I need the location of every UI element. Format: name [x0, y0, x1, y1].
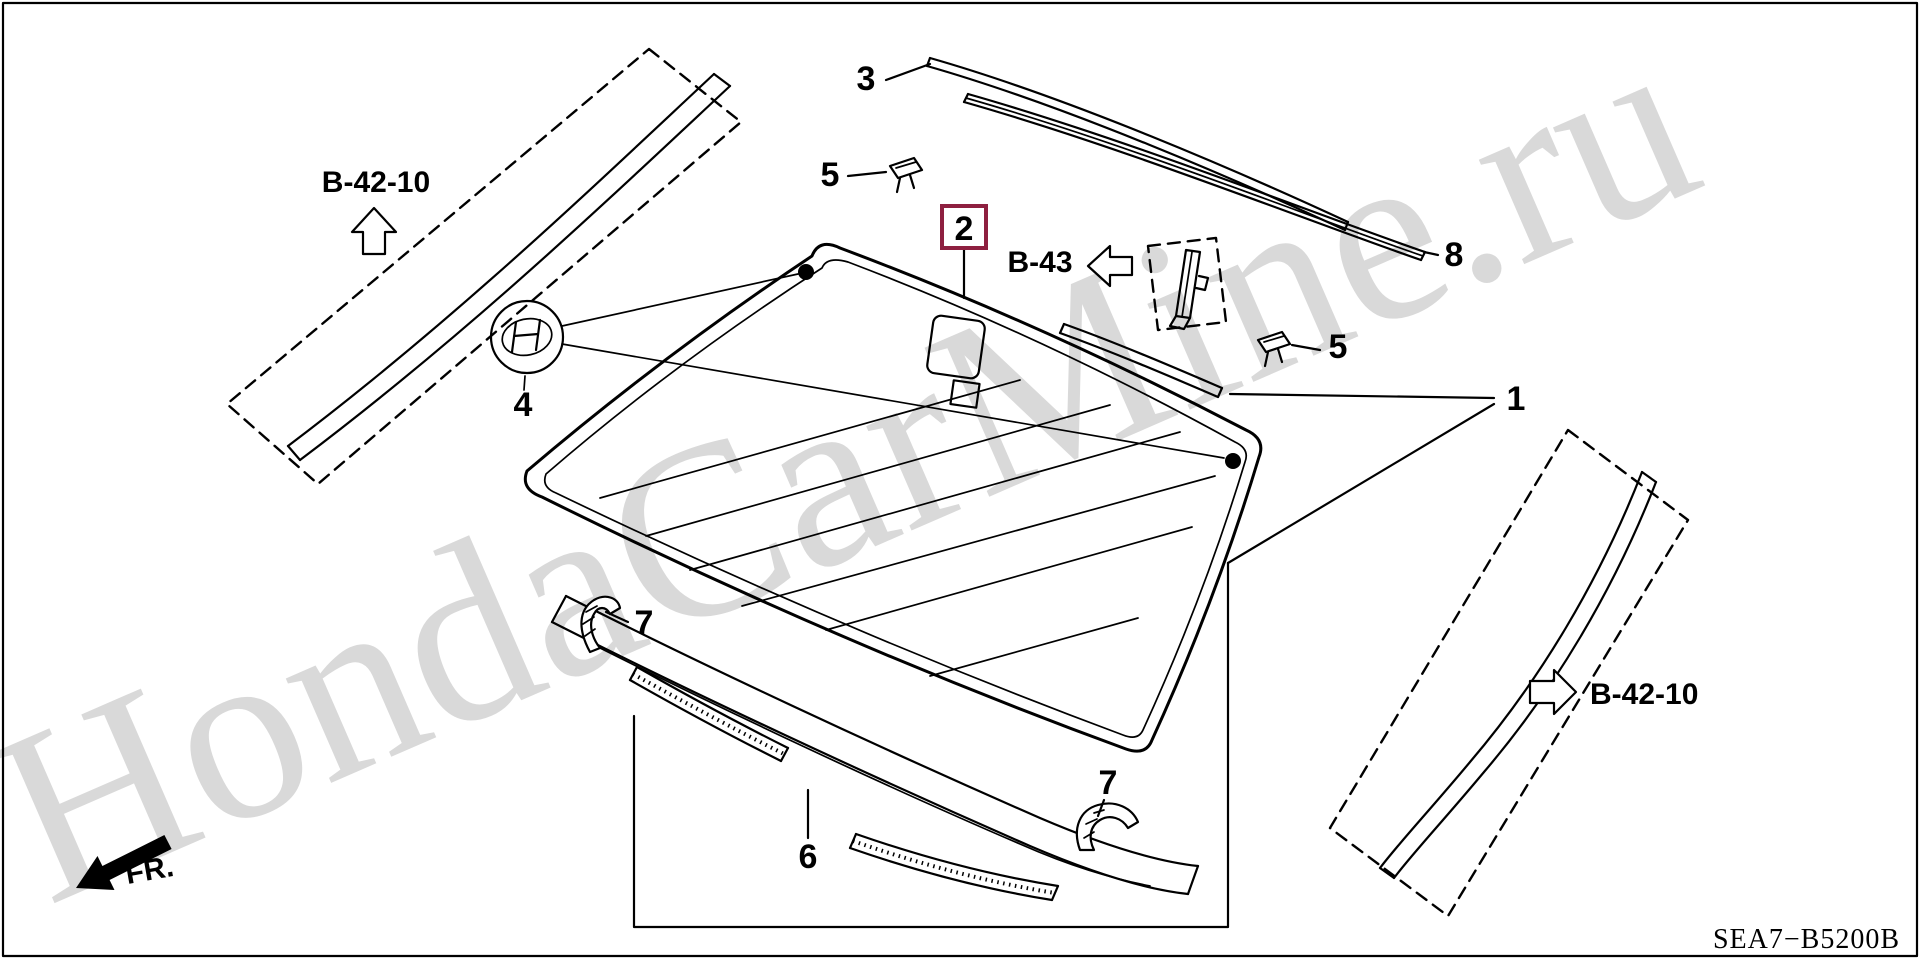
up-arrow-icon: [350, 206, 398, 256]
left-arrow-icon: [1086, 244, 1134, 288]
callout-1[interactable]: 1: [1507, 380, 1526, 418]
watermark-text: HondaCarMine.ru: [0, 0, 1731, 956]
leader-line-5b: [1290, 343, 1322, 352]
right-arrow-icon: [1528, 668, 1578, 716]
leader-line-7a: [604, 610, 630, 624]
leader-line-5a: [846, 170, 888, 178]
callout-2[interactable]: 2: [955, 210, 974, 248]
callout-8[interactable]: 8: [1445, 236, 1464, 274]
drawing-code: SEA7−B5200B: [1713, 924, 1900, 955]
mount-dot-right: [1225, 453, 1241, 469]
ref-label-b4210-left[interactable]: B-42-10: [322, 166, 430, 199]
leader-line-8: [1422, 250, 1440, 257]
callout-5b[interactable]: 5: [1329, 328, 1348, 366]
lower-molding-assembly: 7 6 7: [550, 594, 1200, 902]
callout-3[interactable]: 3: [857, 60, 876, 98]
b43-reference-region: B-43: [1007, 236, 1228, 332]
windshield-glass: [523, 242, 1263, 753]
windshield-outer-edge: [523, 242, 1263, 753]
left-molding-dashed-outline: [225, 47, 743, 486]
right-molding-dashed-outline: [1328, 428, 1690, 918]
selected-part-callout[interactable]: 2: [940, 204, 988, 300]
callout-6[interactable]: 6: [799, 838, 818, 876]
highlight-box[interactable]: [940, 204, 988, 250]
emblem-outer-ring: [489, 299, 565, 375]
leader-line-4: [523, 375, 526, 391]
b43-dashed-outline: [1146, 236, 1228, 332]
leader-line-1: [1228, 392, 1496, 400]
upper-molding-strips: 3 8: [857, 56, 1464, 274]
front-arrow-icon: [76, 835, 172, 890]
left-molding-reference-region: B-42-10: [225, 47, 743, 486]
ref-label-b4210-right[interactable]: B-42-10: [1590, 678, 1698, 711]
emblem-inner-ring: [501, 317, 553, 357]
leader-line-7b: [1096, 798, 1106, 818]
emblem-part: 4: [489, 264, 1241, 469]
assembly-bracket-line: [632, 561, 1230, 929]
assembly-line-1: [1226, 402, 1496, 565]
windshield-inner-edge: [543, 259, 1248, 738]
callout-7b[interactable]: 7: [1099, 764, 1118, 802]
callout-4[interactable]: 4: [514, 386, 533, 424]
clip-lower: 5: [1256, 328, 1348, 368]
leader-line-3: [884, 62, 932, 82]
b43-clip-part: [1168, 248, 1210, 331]
callout-5a[interactable]: 5: [821, 156, 840, 194]
clip-upper: 5: [821, 156, 924, 194]
lower-molding-strip-a: [628, 665, 790, 763]
callout-7a[interactable]: 7: [635, 604, 654, 642]
right-side-molding-part: [1378, 470, 1658, 880]
emblem-pointer-line-b: [561, 343, 1225, 459]
ref-label-b43[interactable]: B-43: [1007, 246, 1072, 279]
side-garnish-strip: [1058, 322, 1224, 399]
lower-molding-strip-b: [848, 832, 1060, 902]
left-side-molding-part: [286, 72, 732, 462]
mirror-mount-base: [926, 314, 986, 409]
emblem-h-mark: [510, 318, 542, 354]
emblem-pointer-line-a: [561, 273, 799, 327]
right-molding-reference-region: B-42-10: [1328, 428, 1698, 918]
upper-molding-part-8: [962, 92, 1427, 262]
